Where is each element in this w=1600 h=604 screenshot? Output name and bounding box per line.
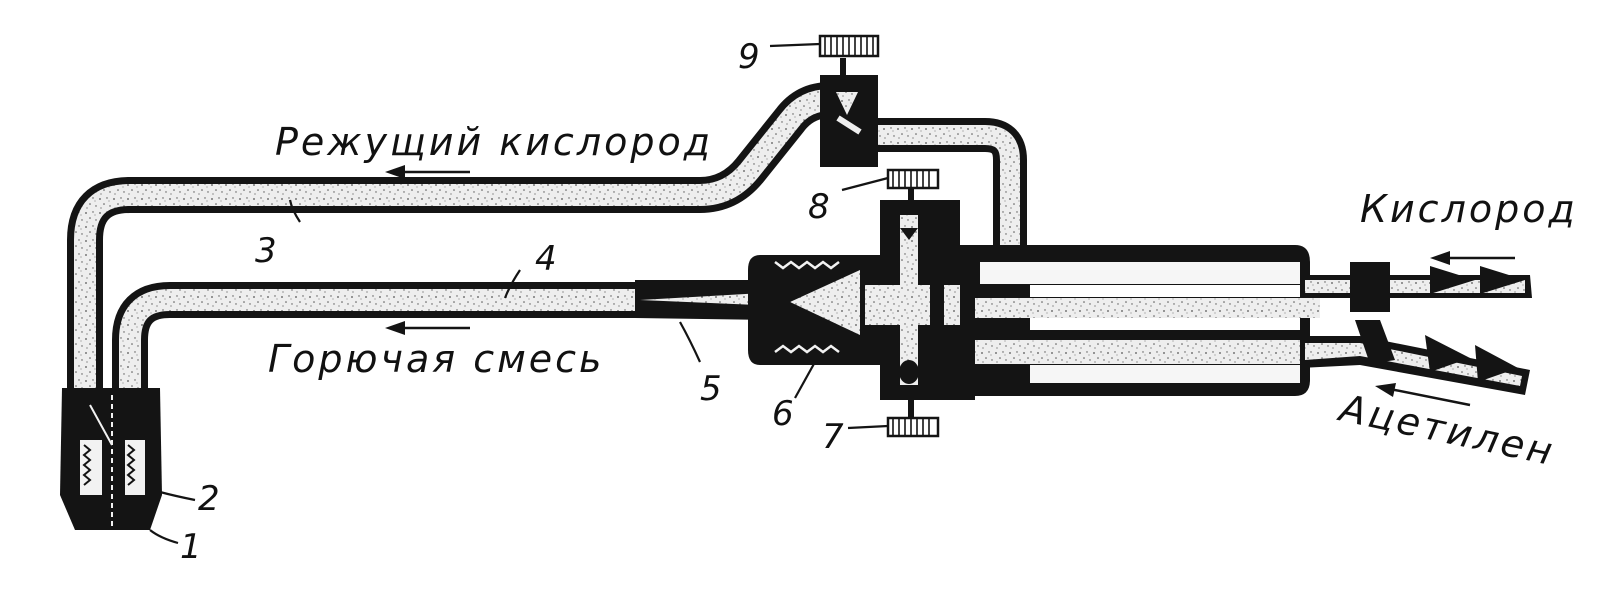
- torch-tip: [60, 388, 162, 530]
- valve-7: [886, 400, 940, 438]
- callout-7: 7: [822, 417, 844, 457]
- callout-4: 4: [535, 239, 557, 279]
- acetylene-inlet: [1300, 320, 1530, 395]
- callout-8: 8: [808, 187, 830, 227]
- valve-8: [886, 168, 940, 204]
- callout-5: 5: [700, 369, 722, 409]
- label-cutting-oxygen: Режущий кислород: [275, 120, 713, 164]
- label-oxygen: Кислород: [1360, 187, 1578, 231]
- leader-lines: [149, 42, 889, 545]
- flow-arrows: [385, 165, 1515, 407]
- injector-body: [635, 200, 975, 400]
- label-combustible-mix: Горючая смесь: [268, 337, 604, 381]
- arrow-mixture: [385, 321, 470, 335]
- cutting-oxygen-tube: [67, 82, 1027, 418]
- callout-3: 3: [255, 231, 277, 271]
- handle: [960, 245, 1320, 396]
- arrow-acetylene-in: [1375, 383, 1471, 407]
- arrow-cutting-oxygen: [385, 165, 470, 179]
- oxygen-inlet: [1300, 262, 1532, 312]
- callout-1: 1: [180, 527, 202, 567]
- valve-9: [818, 34, 880, 167]
- mixture-tube: [112, 282, 658, 418]
- label-acetylene: Ацетилен: [1333, 385, 1559, 474]
- callout-2: 2: [198, 479, 220, 519]
- callout-9: 9: [738, 37, 760, 77]
- callout-6: 6: [772, 394, 794, 434]
- arrow-oxygen-in: [1430, 251, 1515, 265]
